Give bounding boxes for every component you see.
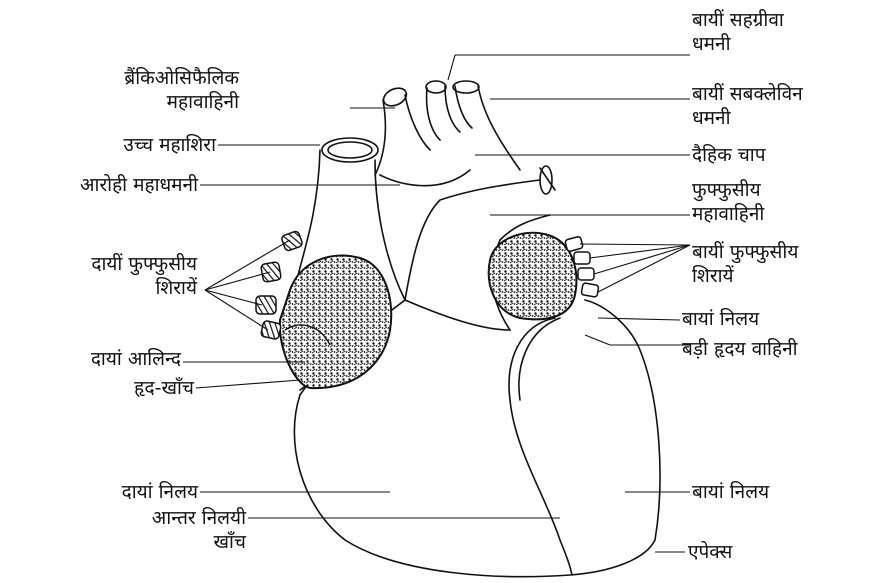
brachio-vessel <box>375 100 385 175</box>
label-left-pulmonary-veins: बायीं फुफ्फुसीय शिरायें <box>692 240 798 288</box>
label-aortic-arch: दैहिक चाप <box>692 143 766 167</box>
subclavian-right <box>478 85 520 170</box>
label-apex: एपेक्स <box>688 540 732 564</box>
carotid-opening <box>426 81 446 93</box>
left-auricle-shape <box>489 233 577 320</box>
label-left-subclavian: बायीं सबक्लेविन धमनी <box>692 82 803 130</box>
pulmonary-opening <box>540 166 552 194</box>
label-superior-vena-cava: उच्च महाशिरा <box>123 133 216 157</box>
label-brachiocephalic: ब्रैंकिओसिफैलिक महावाहिनी <box>124 66 239 114</box>
label-right-pulmonary-veins: दायीं फुफ्फुसीय शिरायें <box>91 252 197 300</box>
carotid-left <box>427 88 440 140</box>
label-interventricular-sulcus: आन्तर निलयी खाँच <box>152 506 246 554</box>
label-pulmonary-trunk: फुफ्फुसीय महावाहिनी <box>692 178 764 226</box>
subclavian-opening <box>453 81 479 93</box>
label-right-atrium: दायां आलिन्द <box>91 347 181 371</box>
interventricular-groove <box>509 318 572 575</box>
label-coronary-sulcus: हृद-खाँच <box>134 376 194 400</box>
label-right-ventricle: दायां निलय <box>122 480 198 504</box>
label-left-ventricle: बायां निलय <box>692 480 769 504</box>
label-ascending-aorta: आरोही महाधमनी <box>80 173 198 197</box>
label-left-common-carotid: बायीं सहग्रीवा धमनी <box>692 8 784 56</box>
carotid-right <box>445 86 460 132</box>
label-great-cardiac-vein: बड़ी हृदय वाहिनी <box>682 337 798 361</box>
label-left-auricle: बायां निलय <box>682 307 759 331</box>
right-atrium-shape <box>280 256 391 389</box>
arch-inner <box>380 170 470 186</box>
